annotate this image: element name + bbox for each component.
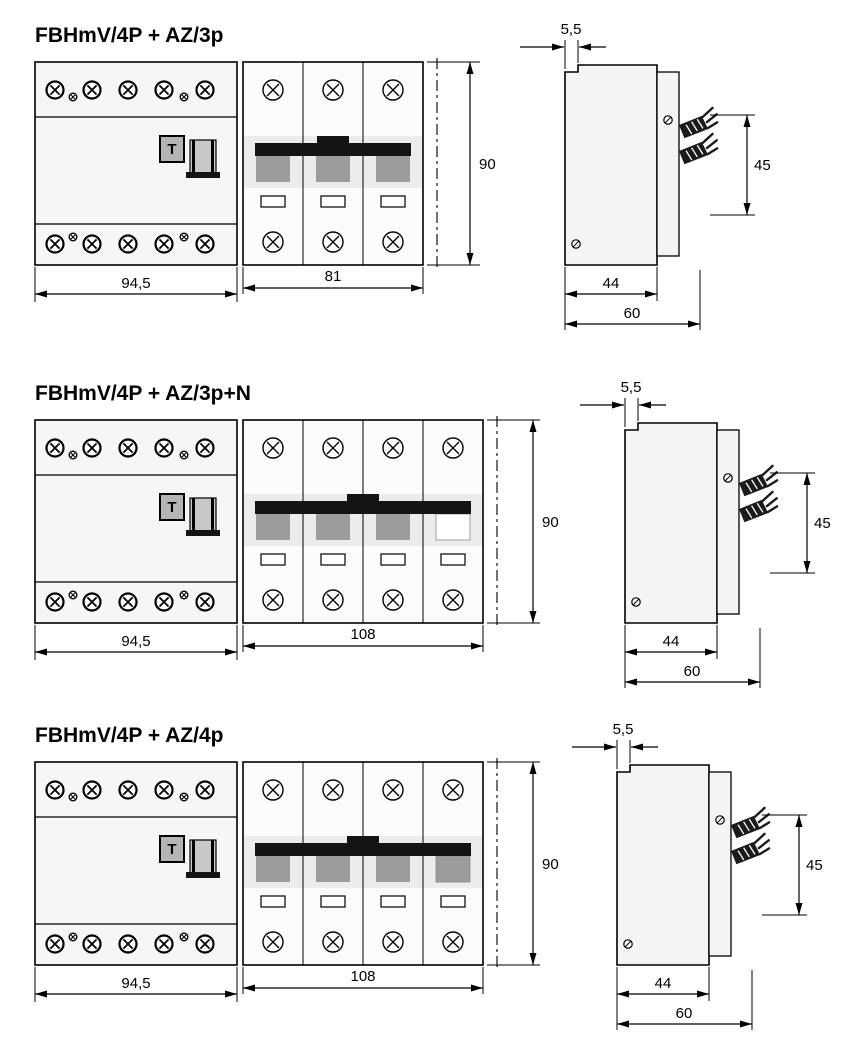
dim-label-top-offset: 5,5 bbox=[621, 379, 642, 396]
section-title: FBHmV/4P + AZ/3p bbox=[35, 24, 223, 47]
dim-label-mcb-width: 108 bbox=[350, 968, 375, 985]
section-title: FBHmV/4P + AZ/4p bbox=[35, 724, 223, 747]
dim-label-total-depth: 60 bbox=[684, 663, 701, 680]
dim-label-top-offset: 5,5 bbox=[561, 21, 582, 38]
dim-label-rcd-width: 94,5 bbox=[121, 633, 150, 650]
side-view bbox=[572, 740, 807, 1030]
rcd-front-view bbox=[35, 62, 237, 302]
dim-label-terminal-height: 45 bbox=[754, 157, 771, 174]
rcd-front-view bbox=[35, 762, 237, 1002]
dim-label-terminal-height: 45 bbox=[806, 857, 823, 874]
section-az3pn: FBHmV/4P + AZ/3p+N T 94,5 108 90 5,5 45 … bbox=[35, 379, 831, 688]
dim-label-height: 90 bbox=[542, 514, 559, 531]
section-az4p: FBHmV/4P + AZ/4p T 94,5 108 90 5,5 45 44… bbox=[35, 721, 823, 1030]
mcb-front-view-3p bbox=[243, 58, 480, 294]
dim-label-total-depth: 60 bbox=[624, 305, 641, 322]
side-view bbox=[580, 398, 815, 688]
test-button-label: T bbox=[167, 141, 176, 158]
dim-label-body-depth: 44 bbox=[603, 275, 620, 292]
dim-label-total-depth: 60 bbox=[676, 1005, 693, 1022]
mcb-front-view-3pn bbox=[243, 416, 540, 652]
dim-label-top-offset: 5,5 bbox=[613, 721, 634, 738]
dim-label-height: 90 bbox=[479, 156, 496, 173]
dim-label-height: 90 bbox=[542, 856, 559, 873]
dim-label-rcd-width: 94,5 bbox=[121, 275, 150, 292]
test-button-label: T bbox=[167, 499, 176, 516]
test-button-label: T bbox=[167, 841, 176, 858]
dim-label-mcb-width: 108 bbox=[350, 626, 375, 643]
mcb-front-view-4p bbox=[243, 758, 540, 994]
dim-label-terminal-height: 45 bbox=[814, 515, 831, 532]
section-az3p: FBHmV/4P + AZ/3p T 94,5 81 90 5,5 45 44 … bbox=[35, 21, 771, 330]
dim-label-rcd-width: 94,5 bbox=[121, 975, 150, 992]
rcd-front-view bbox=[35, 420, 237, 660]
dim-label-body-depth: 44 bbox=[663, 633, 680, 650]
dim-label-body-depth: 44 bbox=[655, 975, 672, 992]
side-view bbox=[520, 40, 755, 330]
dim-label-mcb-width: 81 bbox=[325, 268, 342, 285]
section-title: FBHmV/4P + AZ/3p+N bbox=[35, 382, 251, 405]
